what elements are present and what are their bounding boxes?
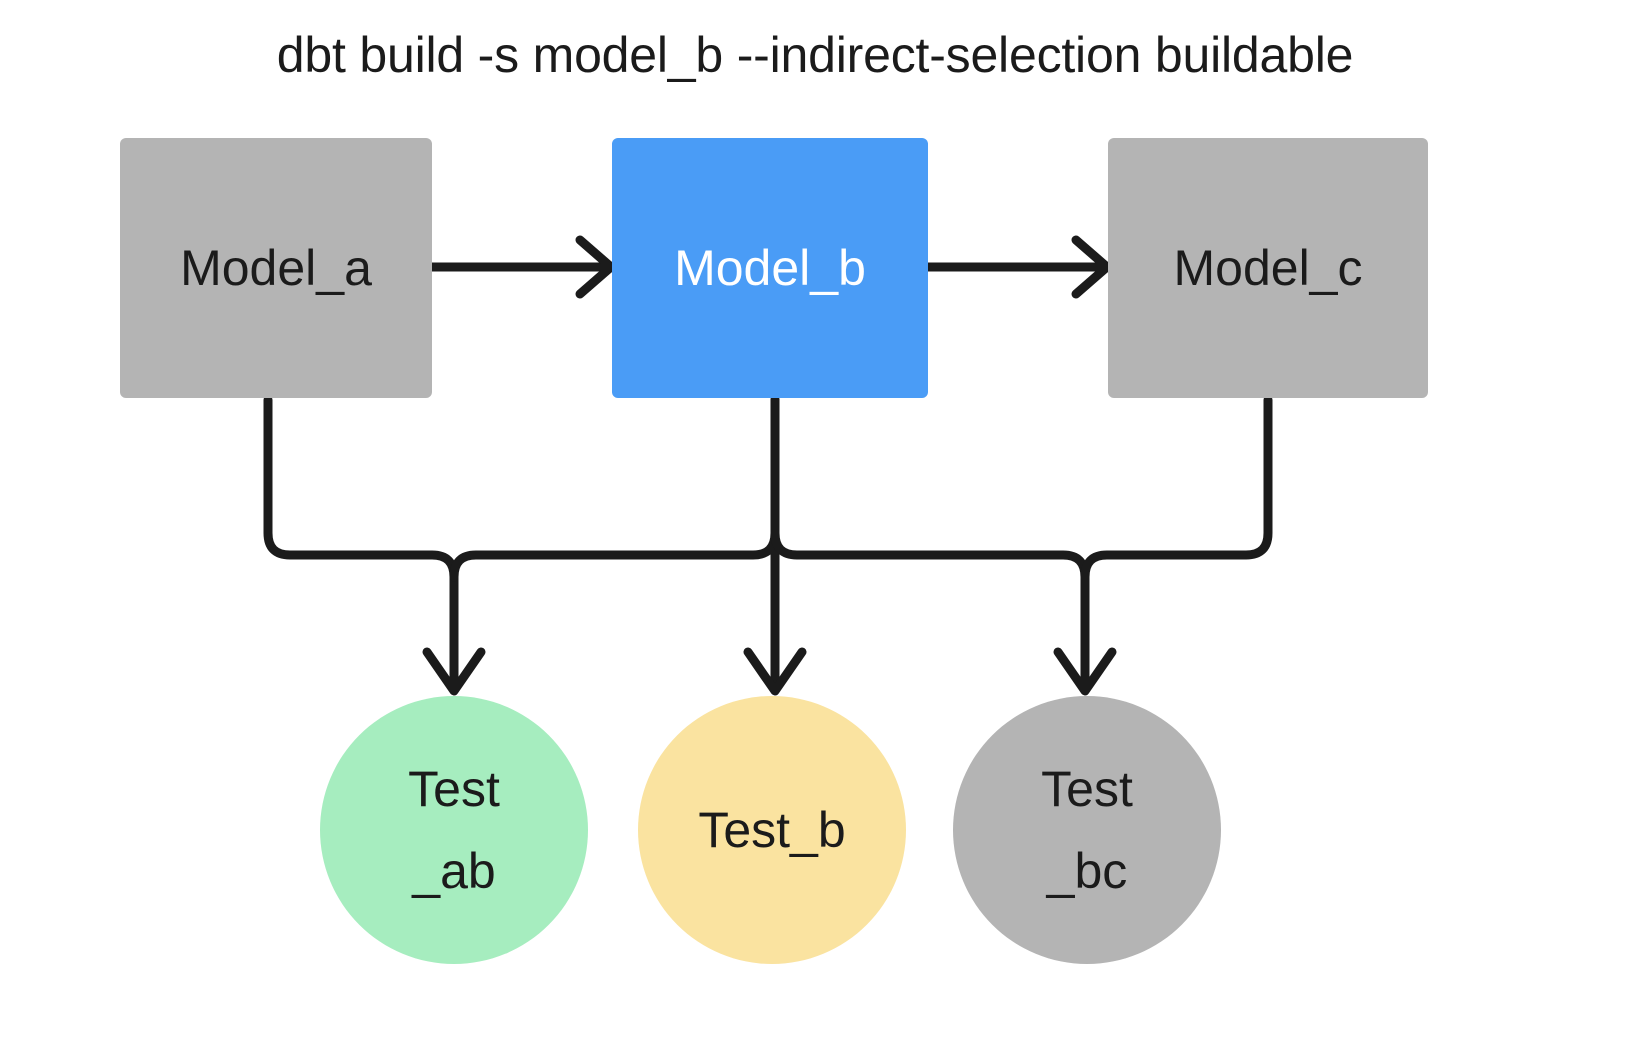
node-test-bc[interactable]: Test _bc	[953, 696, 1221, 964]
edge-model-b-to-model-c	[923, 235, 1112, 299]
node-test-bc-label: Test _bc	[1041, 760, 1133, 900]
node-test-ab-label: Test _ab	[408, 760, 500, 900]
node-model-a-label: Model_a	[180, 239, 372, 296]
node-model-a[interactable]: Model_a	[120, 138, 432, 398]
edge-model-b-to-test-b	[743, 395, 807, 696]
diagram-title: dbt build -s model_b --indirect-selectio…	[276, 27, 1354, 83]
edge-model-c-to-test-bc	[1053, 395, 1273, 696]
edge-model-b-to-test-ab	[449, 395, 780, 582]
node-model-b[interactable]: Model_b	[612, 138, 928, 398]
node-model-b-label: Model_b	[674, 239, 866, 296]
node-test-b[interactable]: Test_b	[638, 696, 906, 964]
edge-model-a-to-model-b	[427, 235, 616, 299]
edge-model-b-to-test-bc	[770, 395, 1090, 582]
node-test-b-label: Test_b	[698, 801, 846, 858]
edge-model-a-to-test-ab	[263, 395, 486, 696]
node-test-ab[interactable]: Test _ab	[320, 696, 588, 964]
node-model-c-label: Model_c	[1173, 239, 1363, 296]
node-model-c[interactable]: Model_c	[1108, 138, 1428, 398]
